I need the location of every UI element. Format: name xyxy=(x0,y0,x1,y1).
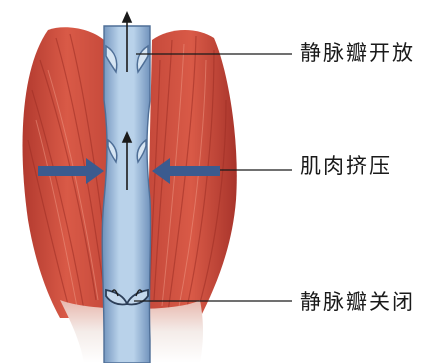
vein xyxy=(102,26,150,363)
label-muscle-squeeze: 肌肉挤压 xyxy=(300,156,392,177)
label-valve-closed: 静脉瓣关闭 xyxy=(300,292,415,313)
label-valve-open: 静脉瓣开放 xyxy=(300,43,415,64)
